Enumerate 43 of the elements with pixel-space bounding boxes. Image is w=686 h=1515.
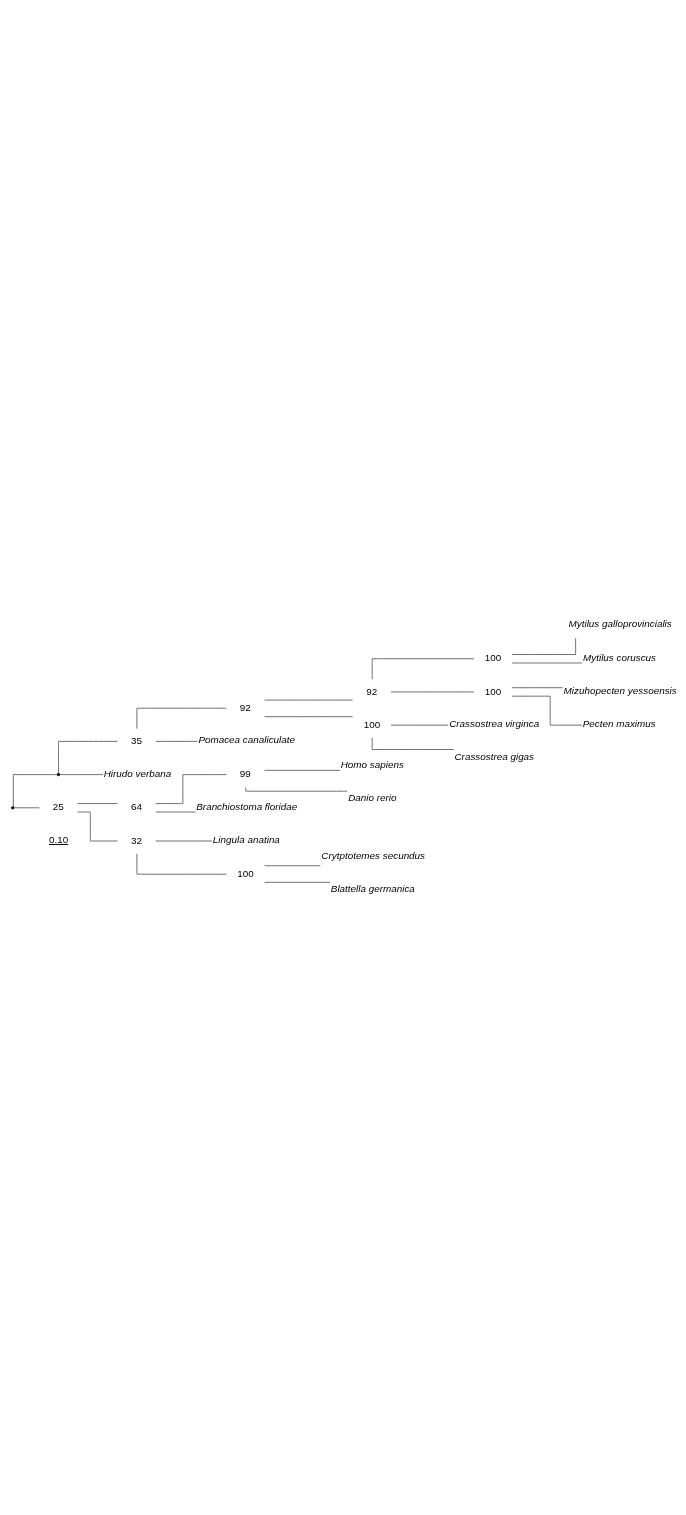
connector: [511, 637, 576, 655]
node-text: Crytptotemes secundus: [321, 849, 426, 861]
node-text: 100: [484, 685, 502, 697]
connector: [155, 740, 198, 742]
node-text: Homo sapiens: [340, 758, 404, 770]
connector: [264, 881, 331, 883]
node-text: Blattella germanica: [330, 882, 415, 894]
node-text: Mytilus galloprovincialis: [568, 617, 672, 629]
node-text: Lingula anatina: [212, 833, 280, 845]
connector: [12, 773, 58, 807]
node-text: Mytilus coruscus: [583, 651, 657, 663]
label: 0.10: [48, 833, 69, 845]
connector: [59, 773, 104, 775]
connector: [77, 811, 118, 841]
connector: [264, 769, 341, 771]
connector: [58, 740, 118, 774]
connector: [371, 737, 455, 750]
node-text: 92: [366, 685, 378, 697]
node-text: Mizuhopecten yessoensis: [563, 684, 677, 696]
node-text: 64: [130, 800, 142, 812]
node-text: 100: [484, 651, 502, 663]
connector: [155, 773, 227, 804]
connector: [13, 806, 40, 808]
node-text: Crassostrea gigas: [454, 750, 535, 762]
node-text: Hirudo verbana: [103, 767, 172, 779]
node-text: Crassostrea virginca: [449, 717, 540, 729]
connector: [136, 707, 227, 729]
node-text: Pecten maximus: [582, 717, 656, 729]
node-text: 25: [52, 800, 64, 812]
node-text: 92: [239, 701, 251, 713]
connector: [512, 695, 583, 725]
node-text: 35: [130, 734, 142, 746]
connector: [77, 802, 118, 804]
node-text: 100: [363, 718, 381, 730]
node-point: [11, 805, 15, 809]
node-point: [56, 772, 61, 776]
node-text: 32: [130, 834, 142, 846]
node-text: Branchiostoma floridae: [196, 800, 298, 812]
node-text: Pomacea canaliculate: [198, 733, 296, 745]
node-text: Danio rerio: [348, 791, 397, 803]
connector: [264, 715, 353, 717]
node-text: 99: [239, 767, 251, 779]
node-text: 100: [237, 867, 254, 879]
